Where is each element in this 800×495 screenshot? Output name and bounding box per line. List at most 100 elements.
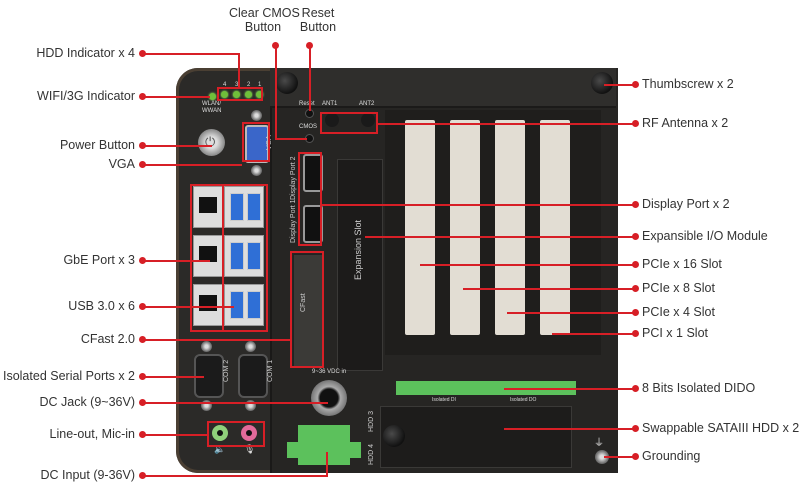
expansion-slot [337,159,383,371]
com-screw-icon [245,400,256,411]
hdd4-text: HDD 4 [368,443,375,465]
thumbscrew-left-icon[interactable] [276,72,298,94]
dc-in-text: 9~36 VDC in [312,369,347,375]
wifi-led-icon [209,93,216,100]
dido-terminal[interactable] [396,381,576,395]
hdd-tray[interactable] [380,406,572,468]
com-screw-icon [245,341,256,352]
display-port-highlight [298,152,322,246]
gbe-port-2[interactable] [193,235,223,277]
vga-screw-icon [251,165,262,176]
leader-line [463,288,634,290]
com1-port[interactable] [238,354,268,398]
callout-dc-input: DC Input (9-36V) [40,468,135,482]
callout-dot [632,201,639,208]
callout-dc-jack: DC Jack (9~36V) [39,395,135,409]
gbe-port-3[interactable] [193,186,223,228]
usb-port[interactable] [247,242,261,270]
callout-reset-line2: Button [299,20,337,34]
callout-sata-hdd: Swappable SATAIII HDD x 2 [642,421,800,435]
leader-line [142,164,242,166]
hdd-screw-icon[interactable] [383,425,405,447]
leader-line [309,45,311,111]
leader-line [420,264,634,266]
callout-reset: Reset Button [296,6,340,34]
top-bar [270,68,616,108]
leader-line [604,84,634,86]
leader-line [322,204,634,206]
ground-symbol-icon: ⏚ [594,438,604,449]
led-number: 2 [247,82,251,88]
callout-hdd-indicator: HDD Indicator x 4 [36,46,135,60]
callout-display-port: Display Port x 2 [642,197,730,211]
isolated-do-text: Isolated DO [510,397,537,403]
leader-line [142,376,204,378]
callout-cfast: CFast 2.0 [80,332,135,346]
com2-text: COM 2 [223,359,230,382]
callout-pci-x1: PCI x 1 Slot [642,326,708,340]
leader-line [378,123,634,125]
grounding-screw-icon[interactable] [595,450,609,464]
line-out-jack[interactable] [212,425,228,441]
usb-port[interactable] [230,193,244,221]
leader-line [604,456,634,458]
leader-line [507,312,634,314]
hdd-led-2-icon [245,91,252,98]
leader-line [142,475,328,477]
led-number: 3 [235,82,239,88]
leader-line [142,306,234,308]
hdd-led-4-icon [221,91,228,98]
leader-line [238,53,240,87]
com1-text: COM 1 [267,359,274,382]
usb-port[interactable] [247,291,261,319]
power-button[interactable]: ⏻ [198,129,225,156]
antenna-1 [325,113,339,127]
leader-line [142,339,292,341]
usb-port[interactable] [247,193,261,221]
callout-power-button: Power Button [59,138,135,152]
callout-dot [632,385,639,392]
mic-in-jack[interactable] [241,425,257,441]
callout-pcie-x4: PCIe x 4 Slot [642,305,715,319]
vga-screw-icon [251,110,262,121]
callout-dot [632,120,639,127]
callout-reset-line1: Reset [301,6,335,20]
vga-port[interactable] [245,125,269,163]
antenna-2 [361,113,375,127]
leader-line [275,45,277,140]
callout-vga: VGA [108,157,135,171]
leader-line [504,388,634,390]
io-divider [222,184,224,332]
pcie-x4-slot [495,120,525,335]
cfast-slot[interactable] [293,254,323,368]
dp2-text: Display Port 2 [290,156,297,200]
dc-input-flange [287,442,361,458]
pci-x1-slot [540,120,570,335]
usb-port[interactable] [230,291,244,319]
callout-dot [632,285,639,292]
callout-clear-cmos-line2: Button [244,20,282,34]
usb-pair [224,284,264,326]
usb-port[interactable] [230,242,244,270]
wlan-text: WLAN/ [202,101,222,107]
wwan-text: WWAN [202,108,222,114]
dc-jack[interactable] [311,380,347,416]
leader-line [142,53,240,55]
rf-antenna-highlight [320,112,378,134]
leader-line [326,452,328,477]
io-highlight [190,184,268,332]
hdd3-text: HDD 3 [368,410,375,432]
ant2-text: ANT2 [359,101,375,107]
thumbscrew-right-icon[interactable] [591,72,613,94]
display-port-2[interactable] [303,154,323,192]
audio-highlight [207,421,265,447]
display-port-1[interactable] [303,205,323,243]
callout-dot [632,330,639,337]
callout-dido: 8 Bits Isolated DIDO [642,381,756,395]
pcie-x8-slot [450,120,480,335]
led-number: 1 [258,82,262,88]
isolated-di-text: Isolated DI [432,397,456,403]
com-screw-icon [201,341,212,352]
ant1-text: ANT1 [322,101,338,107]
callout-clear-cmos: Clear CMOS Button [229,6,300,34]
